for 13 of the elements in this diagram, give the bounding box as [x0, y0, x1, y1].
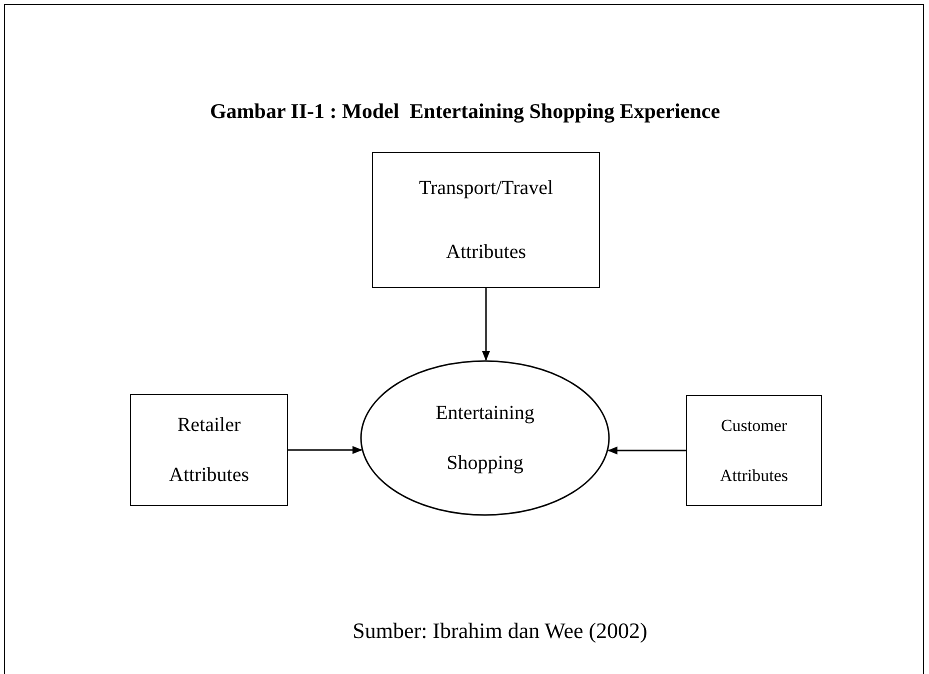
- diagram-title: Gambar II-1 : Model Entertaining Shopping Experience: [208, 98, 722, 125]
- source-caption: Sumber: Ibrahim dan Wee (2002): [352, 617, 648, 645]
- arrow: [607, 446, 686, 454]
- ellipse-node: [360, 360, 610, 516]
- arrow: [288, 446, 362, 454]
- process-box: [686, 395, 822, 506]
- arrow: [482, 288, 490, 361]
- node-label: Transport/Travel Attributes: [418, 176, 554, 265]
- process-box: [372, 152, 600, 288]
- node-label: Customer Attributes: [719, 414, 789, 486]
- process-box: [130, 394, 288, 506]
- node-label: Entertaining Shopping: [434, 401, 536, 476]
- node-label: Retailer Attributes: [168, 413, 250, 488]
